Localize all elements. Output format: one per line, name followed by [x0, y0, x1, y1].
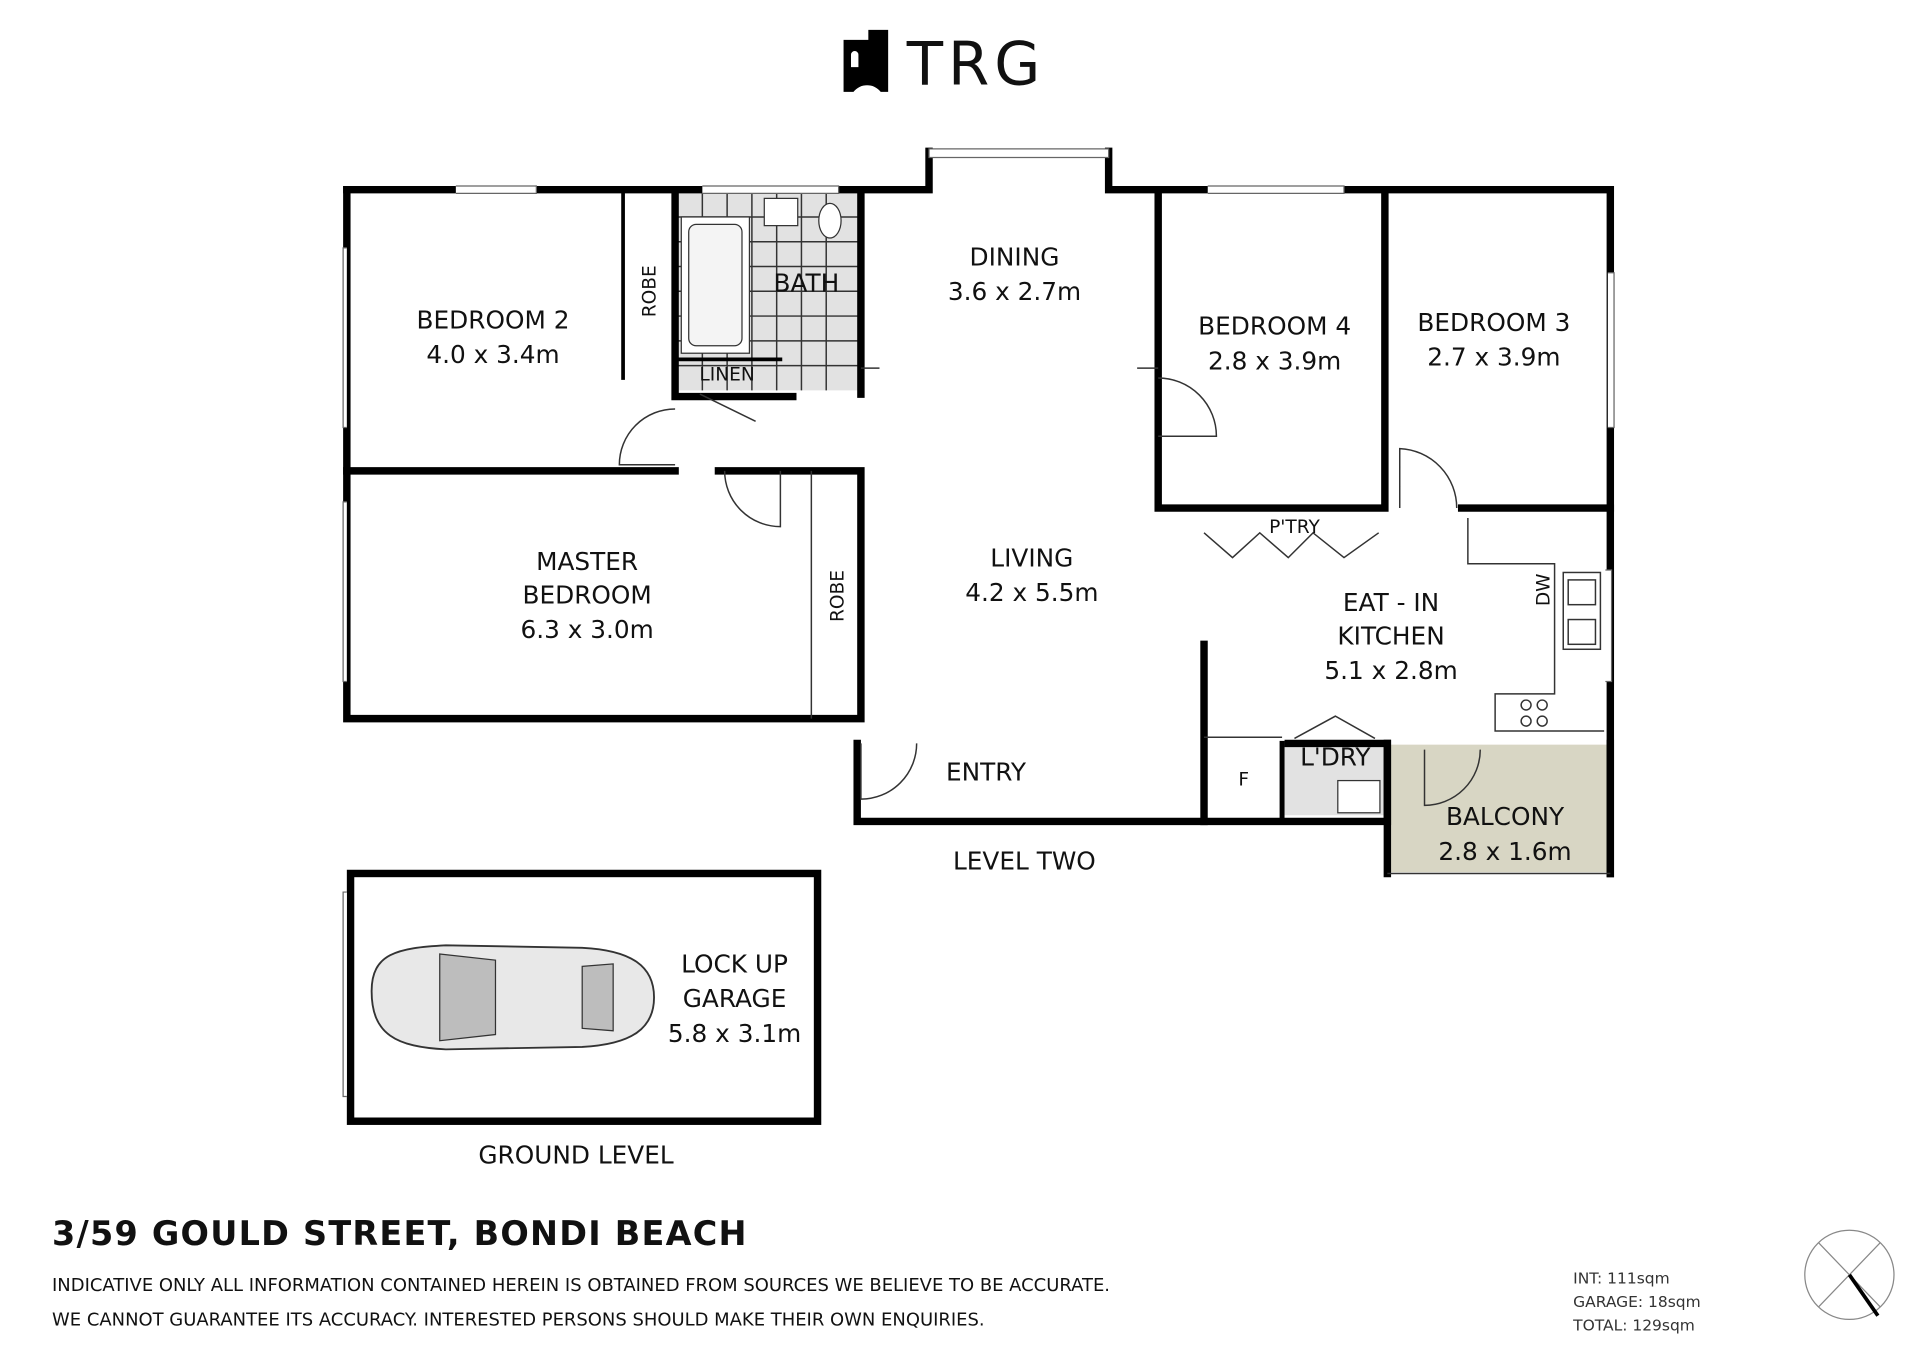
balcony-dims: 2.8 x 1.6m [1438, 837, 1571, 866]
master-label-1: MASTER [536, 547, 638, 576]
bedroom3-label: BEDROOM 3 [1417, 308, 1570, 337]
robe2-label: ROBE [828, 570, 849, 622]
bedroom2-dims: 4.0 x 3.4m [426, 340, 559, 369]
doors [618, 377, 1482, 807]
internal-area: INT: 111sqm [1573, 1269, 1669, 1287]
balcony-area [1389, 744, 1611, 873]
bath-label: BATH [774, 268, 840, 297]
stove-icon [1520, 699, 1548, 727]
pantry-label: P'TRY [1269, 517, 1320, 538]
robe1-label: ROBE [639, 265, 660, 317]
fridge-label: F [1238, 770, 1249, 791]
bedroom4-label: BEDROOM 4 [1198, 312, 1351, 341]
garage-label-1: LOCK UP [681, 950, 788, 979]
entry-label: ENTRY [946, 758, 1027, 787]
living-dims: 4.2 x 5.5m [965, 578, 1098, 607]
dining-label: DINING [970, 242, 1060, 271]
level-two-label: LEVEL TWO [953, 847, 1096, 876]
garage-walls [346, 869, 822, 1125]
dishwasher-label: DW [1534, 573, 1555, 606]
bath-tiles [677, 192, 1384, 816]
disclaimer-line-1: INDICATIVE ONLY ALL INFORMATION CONTAINE… [52, 1275, 1110, 1296]
living-label: LIVING [990, 543, 1073, 572]
laundry-label: L'DRY [1300, 743, 1371, 772]
dining-dims: 3.6 x 2.7m [948, 277, 1081, 306]
garage-label-2: GARAGE [683, 984, 787, 1013]
total-area: TOTAL: 129sqm [1572, 1317, 1695, 1335]
master-dims: 6.3 x 3.0m [520, 615, 653, 644]
disclaimer-line-2: WE CANNOT GUARANTEE ITS ACCURACY. INTERE… [52, 1310, 985, 1331]
logo-text: TRG [906, 30, 1046, 99]
kitchen-dims: 5.1 x 2.8m [1324, 656, 1457, 685]
kitchen-label-2: KITCHEN [1337, 621, 1444, 650]
bedroom4-dims: 2.8 x 3.9m [1208, 346, 1341, 375]
ground-level-label: GROUND LEVEL [478, 1140, 674, 1169]
bedroom3-dims: 2.7 x 3.9m [1427, 343, 1560, 372]
property-address: 3/59 GOULD STREET, BONDI BEACH [52, 1214, 748, 1253]
garage-area: GARAGE: 18sqm [1573, 1293, 1701, 1311]
car-icon [370, 944, 655, 1051]
room-labels: BEDROOM 2 4.0 x 3.4m ROBE BATH LINEN DIN… [417, 242, 1572, 1169]
balcony-label: BALCONY [1446, 802, 1565, 831]
walls [342, 147, 1615, 878]
trg-logo: TRG [843, 29, 1046, 99]
kitchen-label-1: EAT - IN [1343, 588, 1439, 617]
sink-icon [1562, 571, 1602, 651]
bedroom2-label: BEDROOM 2 [417, 305, 570, 334]
north-arrow-icon [1804, 1229, 1895, 1321]
master-label-2: BEDROOM [523, 580, 652, 609]
linen-label: LINEN [699, 364, 754, 385]
garage-dims: 5.8 x 3.1m [668, 1019, 801, 1048]
castle-logo-icon [843, 29, 889, 92]
